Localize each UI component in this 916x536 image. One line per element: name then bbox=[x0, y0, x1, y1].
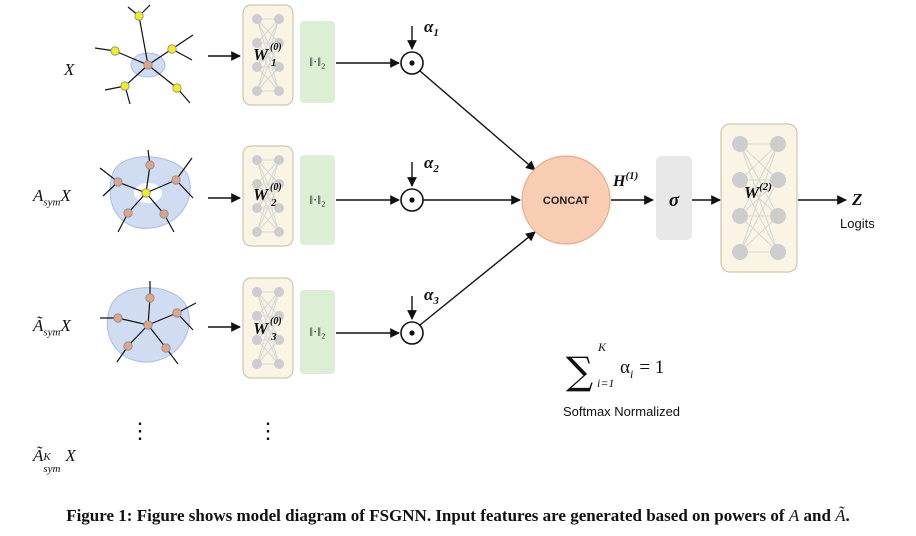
nn-box-w2-output bbox=[720, 123, 798, 273]
sum-upper: K bbox=[597, 340, 607, 354]
ellipsis-nn: ⋮ bbox=[257, 419, 279, 444]
alpha-1-label: α1 bbox=[424, 17, 439, 39]
odot-1 bbox=[400, 51, 424, 75]
norm-label-3: ‖·‖₂ bbox=[309, 324, 325, 339]
w1-label: W(0)1 bbox=[253, 42, 282, 69]
w3-label: W(0)3 bbox=[253, 316, 282, 343]
concat-label: CONCAT bbox=[543, 195, 590, 207]
figure-caption: Figure 1: Figure shows model diagram of … bbox=[66, 506, 850, 525]
norm-box-2 bbox=[300, 155, 335, 245]
output-label: Z bbox=[851, 190, 862, 209]
alpha-2-label: α2 bbox=[424, 153, 439, 175]
softmax-formula: ∑ K i=1 αi= 1 bbox=[566, 340, 664, 393]
softmax-caption: Softmax Normalized bbox=[563, 404, 680, 419]
odot-3 bbox=[400, 321, 424, 345]
concat-node bbox=[521, 155, 611, 245]
input-label-x: X bbox=[64, 60, 75, 79]
norm-label-1: ‖·‖₂ bbox=[309, 54, 325, 69]
output-caption: Logits bbox=[840, 216, 875, 231]
sum-symbol: ∑ bbox=[566, 349, 593, 393]
sum-term: αi= 1 bbox=[620, 357, 664, 381]
graph-x bbox=[94, 4, 194, 105]
input-label-atilde-sym-x: ÃsymX bbox=[33, 316, 71, 339]
odot-2 bbox=[400, 188, 424, 212]
output-weight-label: W(2) bbox=[744, 181, 772, 202]
graph-atilde-sym-x bbox=[100, 281, 197, 365]
activation-label: σ bbox=[669, 190, 680, 211]
activation-box bbox=[656, 156, 692, 240]
input-label-asym-x: AsymX bbox=[33, 186, 71, 209]
norm-label-2: ‖·‖₂ bbox=[309, 192, 325, 207]
w2-label: W(0)2 bbox=[253, 182, 282, 209]
ellipsis-graphs: ⋮ bbox=[129, 419, 151, 444]
graph-asym-x bbox=[99, 149, 194, 233]
sum-lower: i=1 bbox=[597, 376, 614, 390]
norm-box-3 bbox=[300, 290, 335, 374]
hidden-label: H(1) bbox=[612, 170, 638, 190]
norm-box-1 bbox=[300, 21, 335, 103]
alpha-3-label: α3 bbox=[424, 285, 439, 307]
